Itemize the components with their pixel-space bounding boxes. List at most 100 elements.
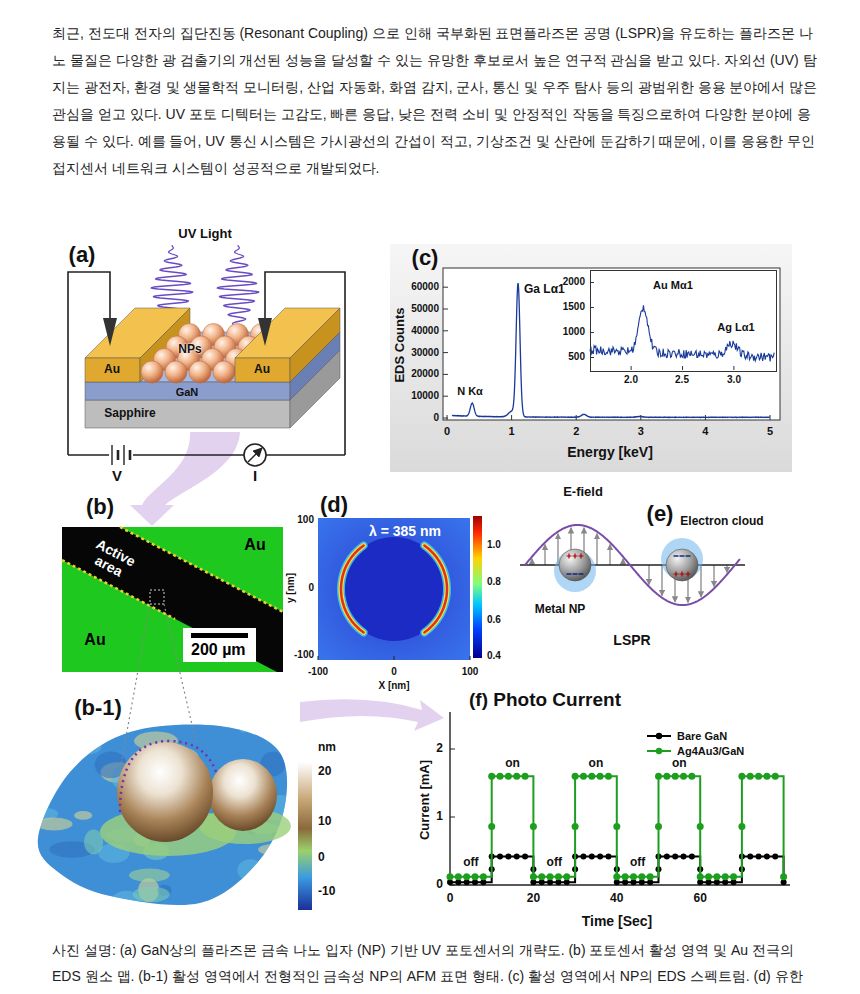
afm-texture xyxy=(256,886,296,905)
symbol-label: V xyxy=(112,467,122,484)
data-marker xyxy=(689,853,695,859)
data-marker xyxy=(772,773,779,780)
particle-region xyxy=(342,537,446,641)
wavelength-label: λ = 385 nm xyxy=(369,523,441,539)
device-schematic xyxy=(68,245,345,466)
axis-tick xyxy=(470,656,471,660)
afm-texture xyxy=(133,887,170,903)
state-label: off xyxy=(630,856,645,870)
layer-label: Sapphire xyxy=(104,407,155,421)
data-marker xyxy=(747,773,754,780)
afm-image xyxy=(23,604,312,917)
circuit-wire xyxy=(68,272,345,455)
minus-sign xyxy=(579,573,584,574)
data-marker xyxy=(764,853,770,859)
eds-map-image xyxy=(62,527,283,672)
battery-plate xyxy=(111,445,112,465)
colorbar-label: 0.4 xyxy=(487,650,501,662)
data-marker xyxy=(455,873,462,880)
data-marker xyxy=(681,853,687,859)
chart-axis xyxy=(450,712,790,885)
part-label: Electron cloud xyxy=(680,515,763,529)
data-marker xyxy=(514,853,520,859)
tick-label: 100 xyxy=(462,666,479,678)
tick-label: 50000 xyxy=(411,303,439,315)
profile-arc xyxy=(120,741,216,812)
data-marker xyxy=(522,773,529,780)
data-marker xyxy=(505,853,511,859)
afm-texture xyxy=(43,892,79,912)
figure-caption: 사진 설명: (a) GaN상의 플라즈몬 금속 나노 입자 (NP) 기반 U… xyxy=(52,937,824,989)
legend-marker xyxy=(656,747,662,753)
photocurrent-chart xyxy=(447,712,791,885)
colorbar-label: nm xyxy=(318,741,336,755)
pointer-arrow xyxy=(300,699,444,731)
data-marker xyxy=(688,773,695,780)
data-marker xyxy=(638,873,645,880)
peak-label: N Kα xyxy=(457,385,483,398)
field-arrow xyxy=(544,544,545,565)
colorbar-label: -10 xyxy=(318,885,335,899)
afm-texture xyxy=(68,740,102,755)
data-marker xyxy=(547,873,554,880)
axis-tick xyxy=(733,366,734,370)
probe-tip xyxy=(258,318,272,346)
scale-bar-line xyxy=(191,633,248,638)
light-label: UV Light xyxy=(178,227,231,242)
axis-title: EDS Counts xyxy=(393,307,408,382)
axis-tick xyxy=(443,287,448,288)
afm-texture xyxy=(47,721,66,741)
gold-electrode xyxy=(85,358,140,382)
axis-tick xyxy=(450,749,455,750)
afm-texture xyxy=(261,875,290,884)
field-map xyxy=(318,516,482,660)
data-marker xyxy=(563,873,570,880)
legend-marker xyxy=(656,732,662,738)
tick-label: 3 xyxy=(638,425,644,438)
tick-label: -100 xyxy=(308,666,328,678)
tick-label: 40 xyxy=(610,892,623,906)
data-marker xyxy=(663,773,670,780)
gold-electrode xyxy=(235,358,290,382)
data-marker xyxy=(630,873,637,880)
legend-sample xyxy=(646,731,672,741)
nanoparticle xyxy=(141,361,163,383)
axis-tick xyxy=(318,656,319,660)
axis-tick xyxy=(447,415,448,420)
panel-letter: (c) xyxy=(412,245,439,270)
legend-item: Bare GaN xyxy=(646,728,744,743)
state-label: on xyxy=(589,757,604,771)
data-marker xyxy=(447,873,454,880)
plot-frame xyxy=(443,268,780,420)
minus-sign xyxy=(567,573,572,574)
active-band xyxy=(62,527,283,672)
colorbar-label: 0.8 xyxy=(487,576,501,588)
legend-item: Ag4Au3/GaN xyxy=(646,743,744,758)
data-marker xyxy=(756,853,762,859)
tick-label: 100 xyxy=(297,514,314,526)
tick-label: 2.5 xyxy=(675,374,689,386)
edge-dotted-line xyxy=(120,527,283,612)
ammeter-needle xyxy=(248,448,262,462)
field-hotspot xyxy=(341,546,364,633)
nanoparticle xyxy=(189,361,211,383)
sapphire-layer xyxy=(85,400,290,428)
inset-background xyxy=(590,270,775,370)
tick-label: 500 xyxy=(568,351,585,363)
legend-sample xyxy=(646,746,672,756)
afm-texture xyxy=(43,884,83,902)
field-arrow xyxy=(596,534,597,565)
part-label: E-field xyxy=(563,485,603,500)
legend-text: Bare GaN xyxy=(677,730,727,742)
tick-label: 2 xyxy=(436,742,443,756)
plus-sign xyxy=(579,554,584,559)
afm-texture xyxy=(258,844,286,855)
panel-letter: (e) xyxy=(647,501,674,526)
afm-texture xyxy=(236,711,253,733)
axis-tick xyxy=(443,309,448,310)
tick-label: 60 xyxy=(694,892,707,906)
pointer-arrow xyxy=(130,432,240,526)
probe-tip xyxy=(103,318,117,346)
